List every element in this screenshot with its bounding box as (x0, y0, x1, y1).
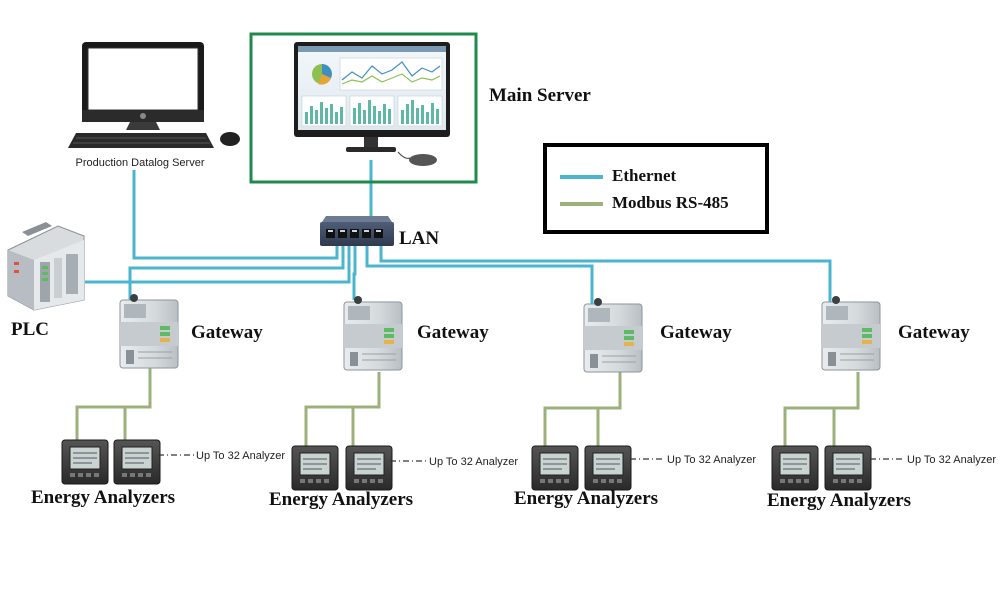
gateway-device-icon (343, 296, 403, 371)
ethernet-legend-label: Ethernet (612, 166, 677, 185)
lan-switch: LAN (320, 216, 439, 249)
energy-meter-icon (584, 445, 632, 491)
gateway-device-icon (583, 298, 643, 373)
gateway-device-icon (821, 296, 881, 371)
plc-module-icon (7, 222, 85, 311)
analyzer-limit-label: Up To 32 Analyzer (429, 456, 518, 468)
analyzer-limit-label: Up To 32 Analyzer (907, 454, 996, 466)
legend-box (543, 143, 769, 234)
energy-meter-icon (61, 439, 109, 485)
ethernet-links (85, 160, 832, 304)
modbus-legend-label: Modbus RS-485 (612, 193, 729, 212)
energy-meter-icon (824, 445, 872, 491)
gateway-label: Gateway (417, 322, 489, 343)
energy-analyzers-label: Energy Analyzers (269, 489, 413, 510)
gateway-label: Gateway (191, 322, 263, 343)
legend: Ethernet Modbus RS-485 (543, 143, 769, 234)
main-server-frame (249, 32, 478, 184)
analyzer-limit-label: Up To 32 Analyzer (196, 450, 285, 462)
energy-meter-icon (291, 445, 339, 491)
energy-meter-icon (345, 445, 393, 491)
gateway-label: Gateway (660, 322, 732, 343)
energy-analyzers-label: Energy Analyzers (514, 488, 658, 509)
monitor-dashboard-icon (294, 42, 450, 166)
analyzer-limit-label: Up To 32 Analyzer (667, 454, 756, 466)
gateway-label: Gateway (898, 322, 970, 343)
lan-label: LAN (399, 228, 439, 249)
energy-analyzers-label: Energy Analyzers (767, 490, 911, 511)
main-server-label: Main Server (489, 85, 591, 106)
modbus-links (75, 368, 860, 446)
energy-analyzers-label: Energy Analyzers (31, 487, 175, 508)
main-server: Main Server (249, 32, 591, 184)
production-server-label: Production Datalog Server (75, 157, 204, 169)
production-datalog-server: Production Datalog Server (68, 42, 240, 169)
plc-label: PLC (11, 319, 49, 340)
desktop-computer-icon (68, 42, 240, 148)
energy-meter-icon (113, 439, 161, 485)
plc: PLC (7, 222, 85, 340)
gateway-device-icon (119, 294, 179, 369)
energy-meter-icon (771, 445, 819, 491)
energy-meter-icon (531, 445, 579, 491)
network-switch-icon (320, 216, 394, 246)
